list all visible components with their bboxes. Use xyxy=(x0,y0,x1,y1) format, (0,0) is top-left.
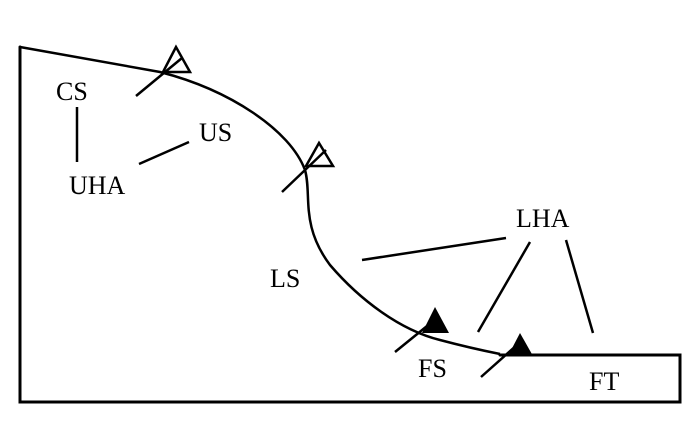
label-fs: FS xyxy=(418,354,447,383)
profile-frame xyxy=(18,45,682,404)
frame-outline xyxy=(18,45,682,404)
us-uha-leader xyxy=(138,140,190,166)
filled-triangle-icon xyxy=(394,307,449,353)
label-lha: LHA xyxy=(516,204,570,233)
label-cs: CS xyxy=(56,77,88,106)
label-ft: FT xyxy=(589,367,619,396)
lha-ls-leader xyxy=(361,236,507,262)
label-uha: UHA xyxy=(69,171,126,200)
lha-ft-leader xyxy=(564,239,595,334)
slope-curve xyxy=(19,45,501,356)
label-ls: LS xyxy=(270,264,300,293)
hollow-triangle-icon xyxy=(135,44,193,97)
label-us: US xyxy=(199,118,232,147)
hollow-triangle-icon xyxy=(281,140,336,193)
lha-fs-leader xyxy=(476,241,532,333)
filled-triangle-icon xyxy=(480,333,533,378)
